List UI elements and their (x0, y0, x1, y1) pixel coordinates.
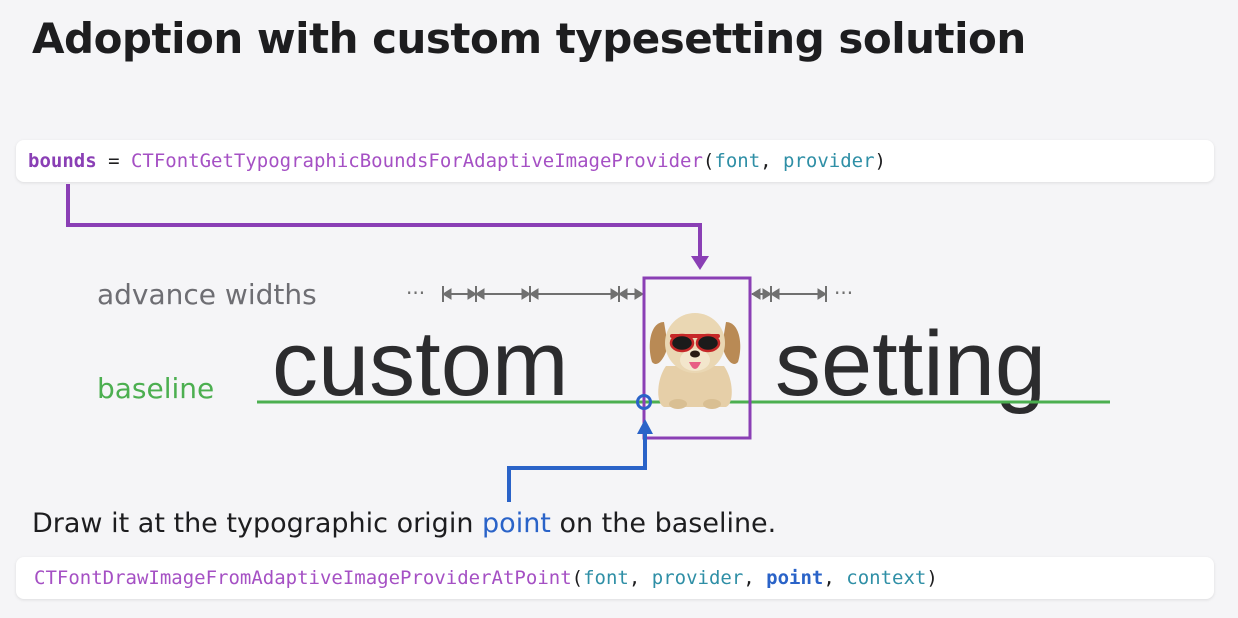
typographic-origin-point (636, 394, 652, 410)
caption-text-after: on the baseline. (550, 508, 777, 539)
origin-arrowhead (637, 419, 653, 434)
code-paren-close: ) (874, 150, 886, 172)
caption: Draw it at the typographic origin point … (32, 508, 776, 539)
code-function-draw: CTFontDrawImageFromAdaptiveImageProvider… (34, 567, 572, 589)
code-var-bounds: bounds (28, 150, 97, 172)
bounds-connector-line (66, 184, 702, 258)
code-arg-provider: provider (783, 150, 875, 172)
slide-title: Adoption with custom typesetting solutio… (32, 14, 1026, 63)
image-bounds-box (642, 276, 752, 440)
code-paren-close: ) (926, 567, 938, 589)
code-arg-provider: provider (651, 567, 744, 589)
code-snippet-draw: CTFontDrawImageFromAdaptiveImageProvider… (16, 557, 1214, 599)
word-setting: setting (775, 313, 1047, 415)
caption-text-before: Draw it at the typographic origin (32, 508, 483, 539)
code-separator: , (823, 567, 847, 589)
code-arg-font: font (583, 567, 629, 589)
ellipsis-right: ··· (834, 281, 853, 305)
code-separator: , (760, 150, 784, 172)
caption-highlight-point: point (482, 508, 551, 539)
ellipsis-left: ··· (406, 281, 425, 305)
word-custom: custom (272, 313, 569, 415)
code-paren-open: ( (571, 567, 584, 589)
code-arg-point: point (766, 567, 824, 589)
code-arg-font: font (714, 150, 761, 172)
code-separator: , (628, 567, 652, 589)
bounds-arrowhead (691, 256, 709, 270)
puppy-with-sunglasses-icon (649, 313, 741, 409)
advance-widths-ruler (442, 286, 827, 302)
code-paren-open: ( (702, 150, 715, 172)
code-snippet-bounds: bounds = CTFontGetTypographicBoundsForAd… (16, 140, 1214, 182)
baseline-label: baseline (97, 372, 215, 405)
code-function-bounds: CTFontGetTypographicBoundsForAdaptiveIma… (130, 150, 703, 172)
advance-widths-label: advance widths (97, 278, 317, 311)
origin-connector-line (507, 430, 647, 502)
code-arg-context: context (846, 567, 927, 589)
code-operator: = (96, 150, 131, 172)
code-separator: , (743, 567, 767, 589)
